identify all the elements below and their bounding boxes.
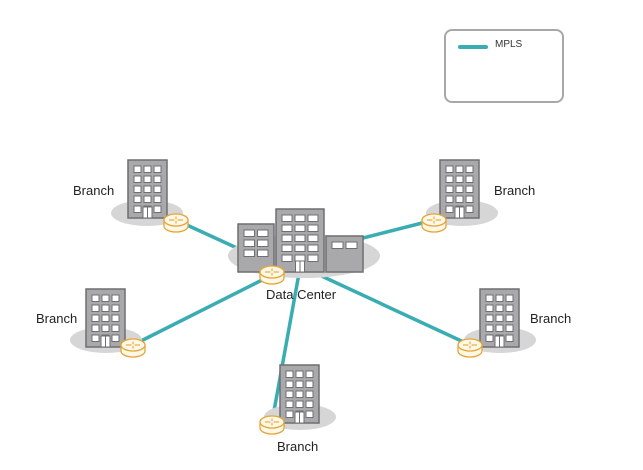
office-building-icon	[279, 364, 320, 424]
router-icon	[421, 213, 447, 233]
branch-site-bottom	[259, 364, 336, 435]
office-building-icon	[325, 235, 364, 273]
router-icon	[259, 265, 285, 285]
router-icon	[457, 338, 483, 358]
router-icon	[120, 338, 146, 358]
mpls-link	[298, 264, 472, 347]
branch-label-top-right: Branch	[494, 183, 536, 198]
office-building-icon	[237, 223, 275, 273]
office-building-icon	[275, 208, 325, 273]
office-building-icon	[479, 288, 520, 348]
branch-site-top-left	[111, 159, 189, 233]
branch-site-top-right	[421, 159, 498, 233]
legend-mpls-label: MPLS	[495, 39, 523, 50]
nodes	[70, 159, 536, 435]
data-center-site	[228, 208, 380, 285]
branch-site-right	[457, 288, 536, 358]
legend: MPLS	[444, 29, 564, 103]
office-building-icon	[439, 159, 480, 219]
data-center-label: Data Center	[266, 287, 337, 302]
branch-label-right: Branch	[530, 311, 572, 326]
branch-site-left	[70, 288, 146, 358]
branch-label-top-left: Branch	[73, 183, 115, 198]
mpls-link	[131, 278, 264, 347]
router-icon	[259, 415, 285, 435]
router-icon	[163, 213, 189, 233]
office-building-icon	[85, 288, 126, 348]
mpls-link	[270, 266, 302, 424]
branch-label-bottom: Branch	[277, 439, 319, 454]
branch-label-left: Branch	[36, 311, 78, 326]
legend-mpls-swatch	[458, 45, 488, 49]
office-building-icon	[127, 159, 168, 219]
